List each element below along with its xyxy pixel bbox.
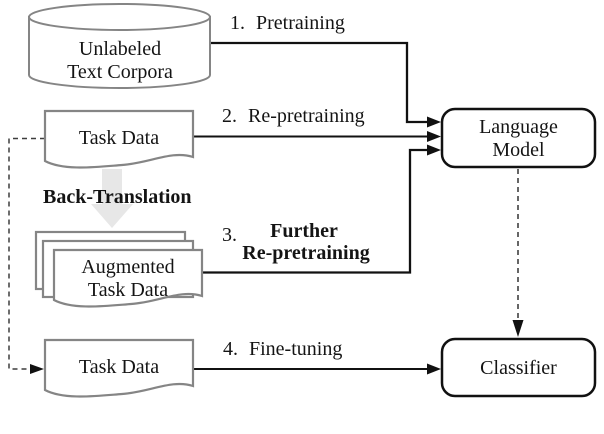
node-classifier: Classifier (440, 337, 597, 398)
step-4-number: 4. (223, 338, 238, 360)
node-language-model: Language Model (440, 107, 597, 169)
step-3-label-line1: Further (270, 220, 338, 242)
edge-task-data-reuse-dashed (8, 137, 45, 374)
step-3-number: 3. (222, 224, 237, 246)
task-data-top-label: Task Data (79, 127, 159, 149)
edge-further-re-pretraining (202, 144, 441, 274)
step-3-label-line2: Re-pretraining (242, 242, 369, 264)
arrowhead-icon (512, 320, 524, 337)
edge-fine-tuning (193, 363, 441, 375)
step-2-label: Re-pretraining (248, 105, 365, 127)
classifier-label: Classifier (480, 357, 557, 379)
step-1-label: Pretraining (256, 12, 345, 34)
step-label-4: 4. Fine-tuning (223, 338, 342, 360)
arrowhead-icon (427, 144, 441, 156)
task-data-bottom-label: Task Data (79, 356, 159, 378)
back-translation-label: Back-Translation (43, 186, 192, 208)
language-model-label-line2: Model (492, 139, 545, 161)
corpora-label-line2: Text Corpora (67, 61, 173, 83)
node-unlabeled-text-corpora: Unlabeled Text Corpora (28, 3, 211, 89)
arrowhead-icon (427, 116, 441, 128)
augmented-label-line1: Augmented (81, 256, 174, 278)
node-task-data-bottom: Task Data (43, 338, 195, 398)
step-label-1: 1. Pretraining (230, 12, 345, 34)
step-4-label: Fine-tuning (249, 338, 342, 360)
corpora-label-line1: Unlabeled (79, 38, 161, 60)
node-augmented-task-data: Augmented Task Data (34, 230, 204, 308)
arrowhead-icon (427, 363, 441, 375)
cylinder-top-icon (28, 3, 211, 31)
edge-re-pretraining (193, 131, 441, 142)
augmented-label-line2: Task Data (88, 279, 168, 301)
edge-model-to-classifier-dashed (512, 169, 524, 337)
back-translation-group: Back-Translation (43, 169, 192, 228)
back-translation-arrow-icon (91, 169, 133, 228)
step-label-2: 2. Re-pretraining (222, 105, 365, 127)
arrowhead-icon (427, 131, 441, 142)
step-2-number: 2. (222, 105, 237, 127)
edge-pretraining (210, 41, 441, 128)
arrowhead-icon (30, 364, 44, 374)
step-1-number: 1. (230, 12, 245, 34)
node-task-data-top: Task Data (43, 109, 195, 169)
step-label-3: 3. Further Re-pretraining (222, 220, 370, 264)
language-model-label-line1: Language (479, 116, 558, 138)
stack-page-front (52, 248, 204, 308)
